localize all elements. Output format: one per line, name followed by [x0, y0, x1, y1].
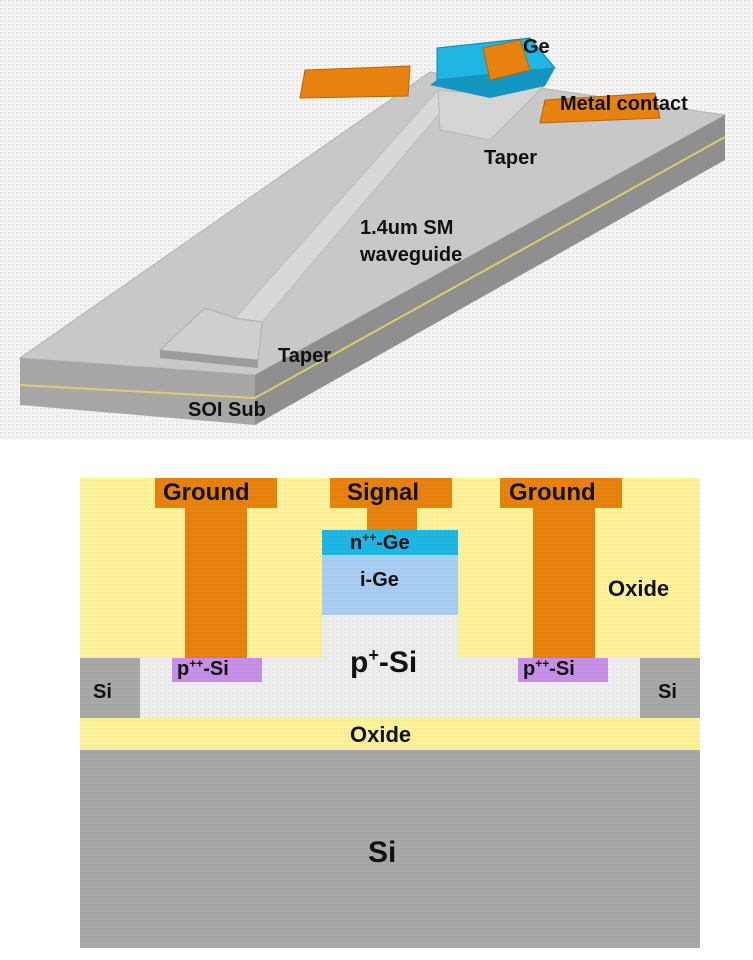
ground-left-via	[185, 508, 247, 658]
label-ppsi-right: p++-Si	[523, 656, 575, 680]
label-oxide-bottom: Oxide	[350, 722, 412, 747]
taper-top-shape	[437, 84, 547, 141]
label-signal: Signal	[347, 479, 420, 506]
device-3d-illustration	[0, 0, 753, 440]
label-n-ge: n++-Ge	[350, 530, 410, 554]
taper-bottom-front	[160, 350, 258, 368]
label-si-substrate: Si	[368, 836, 397, 869]
slab-right-face	[255, 115, 725, 425]
label-soi-sub: SOI Sub	[188, 399, 266, 421]
metal-pad-left	[299, 65, 411, 99]
label-si-left: Si	[93, 681, 112, 703]
label-ground-right: Ground	[509, 479, 596, 506]
label-waveguide-line1: 1.4um SM	[360, 217, 454, 239]
label-si-right: Si	[658, 681, 677, 703]
label-oxide-top: Oxide	[608, 576, 670, 601]
label-taper-top: Taper	[484, 147, 537, 169]
signal-via	[367, 508, 417, 530]
buried-oxide-line	[19, 136, 726, 400]
ge-metal-finger	[482, 39, 531, 81]
label-i-ge: i-Ge	[360, 569, 399, 591]
label-taper-bottom: Taper	[278, 345, 331, 367]
label-ppsi-left: p++-Si	[177, 656, 229, 680]
label-p-si: p+-Si	[350, 645, 418, 679]
label-waveguide-line2: waveguide	[360, 244, 463, 266]
metal-pad-right	[539, 92, 661, 124]
label-ge: Ge	[523, 36, 550, 58]
ge-mesa-front	[430, 68, 555, 98]
label-metal-contact: Metal contact	[560, 93, 688, 115]
label-ground-left: Ground	[163, 479, 250, 506]
ground-right-via	[533, 508, 595, 658]
